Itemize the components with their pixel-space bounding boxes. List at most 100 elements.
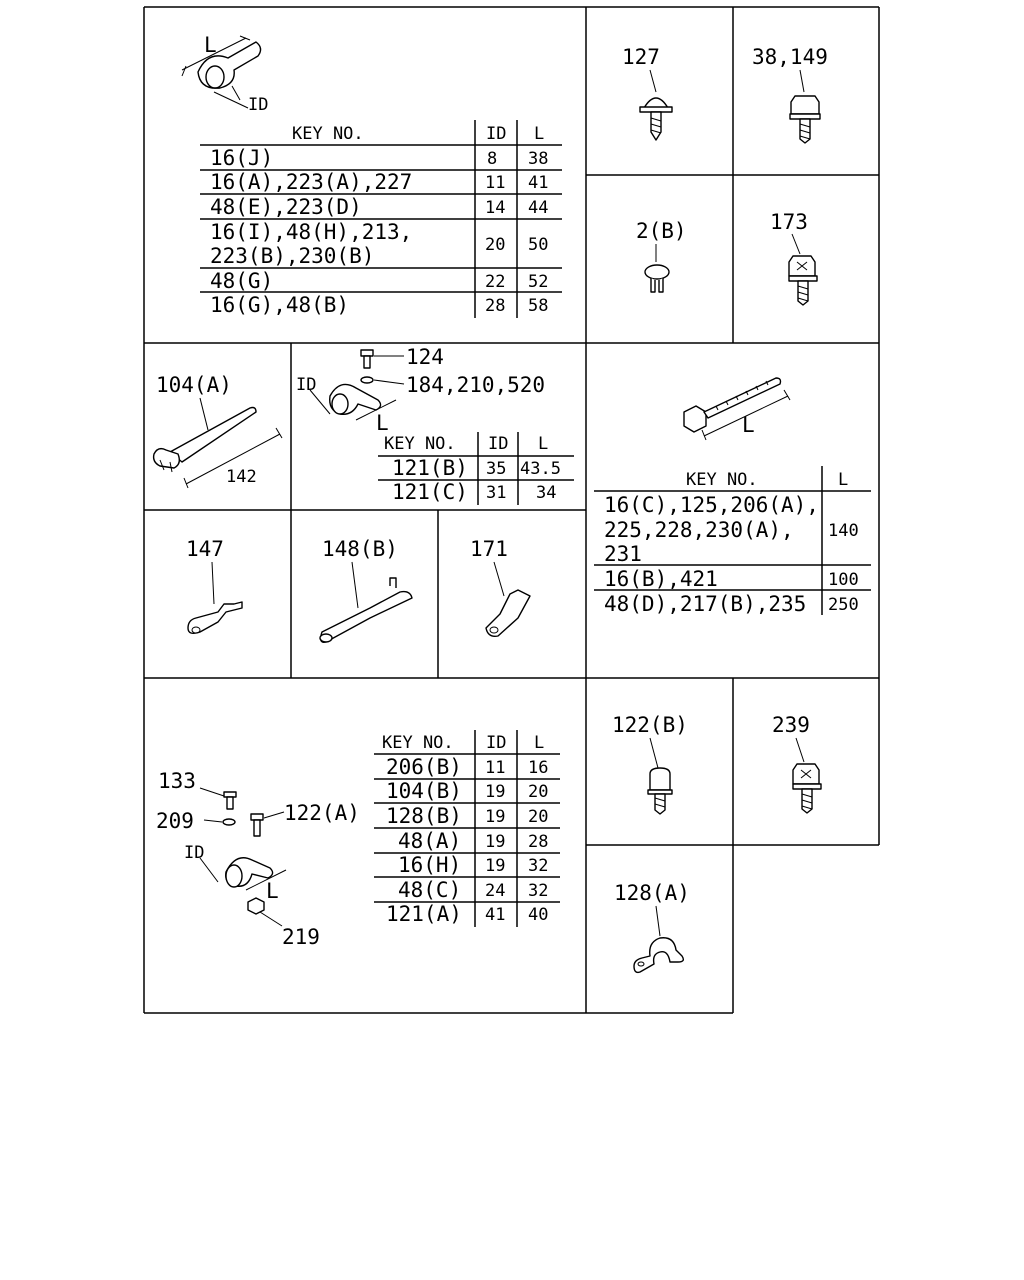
dim-142-label: 142 (226, 467, 257, 487)
assembly-L-label: L (266, 879, 279, 903)
table3-header-l: L (838, 470, 848, 490)
table1-row5-key: 48(G) (210, 269, 273, 293)
part-239-label: 239 (772, 713, 810, 737)
table4-header-id: ID (486, 733, 506, 753)
table2-row2-key: 121(C) (392, 480, 468, 504)
table4-row7-id: 41 (485, 905, 505, 925)
table1-row5-l: 52 (528, 272, 548, 292)
table2-header-id: ID (488, 434, 508, 454)
part-147: 147 (186, 537, 243, 635)
spec-table-1: KEY NO. ID L 16(J) 8 38 16(A),223(A),227… (200, 120, 562, 318)
table1-row3-l: 44 (528, 198, 548, 218)
table2-row1-id: 35 (486, 459, 506, 479)
part-2b: 2(B) (636, 219, 687, 293)
table3-row1-key: 16(C),125,206(A), (604, 493, 819, 517)
cable-tie: L (683, 377, 791, 441)
part-209-label: 209 (156, 809, 194, 833)
table1-row1-l: 38 (528, 149, 548, 169)
table4-row4-key: 48(A) (398, 829, 461, 853)
table4-header-key: KEY NO. (382, 733, 454, 753)
table1-row4-id: 20 (485, 235, 505, 255)
table1-row5-id: 22 (485, 272, 505, 292)
table1-row6-key: 16(G),48(B) (210, 293, 349, 317)
table4-header-l: L (534, 733, 544, 753)
part-122b: 122(B) (612, 713, 688, 815)
table4-row1-key: 206(B) (386, 755, 462, 779)
table2-row1-key: 121(B) (392, 456, 468, 480)
dim-ID-label: ID (248, 95, 268, 115)
table2-header-key: KEY NO. (384, 434, 456, 454)
table1-row1-id: 8 (487, 149, 497, 169)
table1-header-l: L (534, 124, 544, 144)
table3-row2-l: 100 (828, 570, 859, 590)
table4-row7-l: 40 (528, 905, 548, 925)
dim-L-label: L (204, 33, 217, 57)
table4-row5-key: 16(H) (398, 853, 461, 877)
part-2b-label: 2(B) (636, 219, 687, 243)
part-38-149-label: 38,149 (752, 45, 828, 69)
part-219-label: 219 (282, 925, 320, 949)
cable-tie-L-label: L (742, 413, 755, 437)
part-133-label: 133 (158, 769, 196, 793)
table4-row2-key: 104(B) (386, 779, 462, 803)
table3-row1-key-line2: 225,228,230(A), (604, 518, 794, 542)
table4-row5-id: 19 (485, 856, 505, 876)
table4-row3-id: 19 (485, 807, 505, 827)
table4-row3-key: 128(B) (386, 804, 462, 828)
part-171: 171 (470, 537, 531, 638)
part-147-label: 147 (186, 537, 224, 561)
frame-grid (143, 6, 880, 1014)
part-104a-label: 104(A) (156, 373, 232, 397)
table1-header-id: ID (486, 124, 506, 144)
table1-row2-key: 16(A),223(A),227 (210, 170, 412, 194)
part-38-149: 38,149 (752, 45, 828, 144)
part-127-label: 127 (622, 45, 660, 69)
part-122a-label: 122(A) (284, 801, 360, 825)
table2-row1-l: 43.5 (520, 459, 561, 479)
part-171-label: 171 (470, 537, 508, 561)
part-239: 239 (772, 713, 822, 814)
clip-illustration-1: L ID (181, 33, 268, 115)
table4-row6-l: 32 (528, 881, 548, 901)
table4-row1-l: 16 (528, 758, 548, 778)
table3-row1-key-line3: 231 (604, 542, 642, 566)
table4-row5-l: 32 (528, 856, 548, 876)
spec-table-4: KEY NO. ID L 206(B) 11 16 104(B) 19 20 1… (374, 730, 560, 927)
table2-header-l: L (538, 434, 548, 454)
table1-row4-key-line2: 223(B),230(B) (210, 244, 374, 268)
part-128a: 128(A) (614, 881, 690, 974)
table3-row3-key: 48(D),217(B),235 (604, 592, 806, 616)
table4-row6-key: 48(C) (398, 878, 461, 902)
clamp-L-label: L (376, 411, 389, 435)
table1-row3-id: 14 (485, 198, 505, 218)
table1-row3-key: 48(E),223(D) (210, 195, 362, 219)
table1-row4-l: 50 (528, 235, 548, 255)
table3-row1-l: 140 (828, 521, 859, 541)
table2-row2-l: 34 (536, 483, 556, 503)
part-173-label: 173 (770, 210, 808, 234)
table3-header-key: KEY NO. (686, 470, 758, 490)
clamp-assembly-121a: 133 209 122(A) ID L 219 (156, 769, 360, 949)
table4-row7-key: 121(A) (386, 902, 462, 926)
table1-row6-id: 28 (485, 296, 505, 316)
part-184-label: 184,210,520 (406, 373, 545, 397)
spec-table-3: KEY NO. L 16(C),125,206(A), 225,228,230(… (594, 466, 871, 616)
assembly-ID-label: ID (184, 843, 204, 863)
part-148b-label: 148(B) (322, 537, 398, 561)
table1-row2-l: 41 (528, 173, 548, 193)
table3-row2-key: 16(B),421 (604, 567, 718, 591)
table1-row6-l: 58 (528, 296, 548, 316)
part-148b: 148(B) (319, 537, 413, 643)
table4-row3-l: 20 (528, 807, 548, 827)
part-128a-label: 128(A) (614, 881, 690, 905)
clamp-124: 124 184,210,520 ID L (296, 345, 545, 435)
table1-row1-key: 16(J) (210, 146, 273, 170)
clamp-ID-label: ID (296, 375, 316, 395)
table4-row4-l: 28 (528, 832, 548, 852)
table4-row1-id: 11 (485, 758, 505, 778)
table1-row4-key: 16(I),48(H),213, (210, 220, 412, 244)
spec-table-2: KEY NO. ID L 121(B) 35 43.5 121(C) 31 34 (378, 432, 574, 505)
table4-row6-id: 24 (485, 881, 505, 901)
table3-row3-l: 250 (828, 595, 859, 615)
